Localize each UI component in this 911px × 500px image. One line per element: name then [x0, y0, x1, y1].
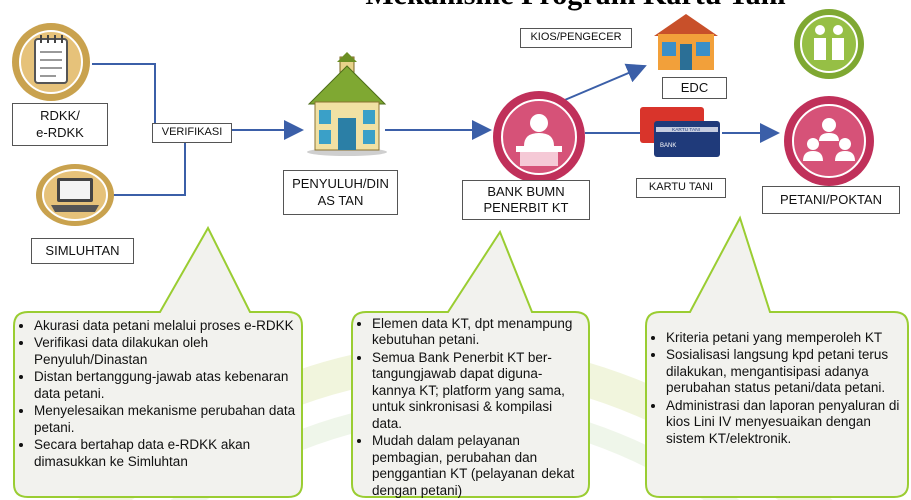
bubble-middle — [351, 229, 590, 498]
list-item: Administrasi dan laporan penyaluran di k… — [666, 398, 906, 447]
bubble-middle-text: Elemen data KT, dpt menampung kebutuhan … — [356, 316, 584, 500]
laptop-icon — [36, 164, 114, 226]
bubble-right — [645, 215, 909, 498]
group-icon — [784, 96, 874, 186]
list-item: Secara bertahap data e-RDKK akan dimasuk… — [34, 437, 298, 470]
card-icon: KARTU TANI BANK — [640, 107, 720, 157]
list-item: Kriteria petani yang memperoleh KT — [666, 330, 906, 346]
connector-simluhtan — [92, 130, 186, 196]
bank-label: BANK BUMN PENERBIT KT — [462, 180, 590, 220]
list-item: Verifikasi data dilakukan oleh Penyuluh/… — [34, 335, 298, 368]
rdkk-label: RDKK/ e-RDKK — [12, 103, 108, 146]
verifikasi-label: VERIFIKASI — [152, 123, 232, 143]
card-strip-text: KARTU TANI — [672, 127, 700, 133]
list-item: Distan bertanggung-jawab atas kebenaran … — [34, 369, 298, 402]
edc-label: EDC — [662, 77, 727, 99]
shop-icon — [654, 14, 718, 70]
arrow-to-kios — [559, 63, 647, 103]
bubble-right-text: Kriteria petani yang memperoleh KT Sosia… — [650, 330, 906, 448]
bank-teller-icon — [493, 91, 585, 183]
list-item: Semua Bank Penerbit KT ber-tangungjawab … — [372, 350, 584, 432]
list-item: Mudah dalam pelayanan pembagian, perubah… — [372, 433, 584, 499]
notepad-icon — [12, 23, 90, 101]
people-icon — [794, 9, 864, 79]
kartu-tani-label: KARTU TANI — [636, 178, 726, 198]
card-bank-text: BANK — [660, 143, 676, 149]
petani-label: PETANI/POKTAN — [762, 186, 900, 214]
connector-rdkk — [92, 63, 156, 130]
list-item: Elemen data KT, dpt menampung kebutuhan … — [372, 316, 584, 349]
list-item: Menyelesaikan mekanisme perubahan data p… — [34, 403, 298, 436]
school-building-icon — [307, 52, 387, 156]
kios-label: KIOS/PENGECER — [520, 28, 632, 48]
bubble-left-text: Akurasi data petani melalui proses e-RDK… — [18, 318, 298, 471]
bubble-left — [13, 225, 303, 498]
list-item: Sosialisasi langsung kpd petani terus di… — [666, 347, 906, 396]
list-item: Akurasi data petani melalui proses e-RDK… — [34, 318, 298, 334]
penyuluh-label: PENYULUH/DIN AS TAN — [283, 170, 398, 215]
page-title: Mekanisme Program Kartu Tani — [120, 0, 911, 12]
simluhtan-label: SIMLUHTAN — [31, 238, 134, 264]
